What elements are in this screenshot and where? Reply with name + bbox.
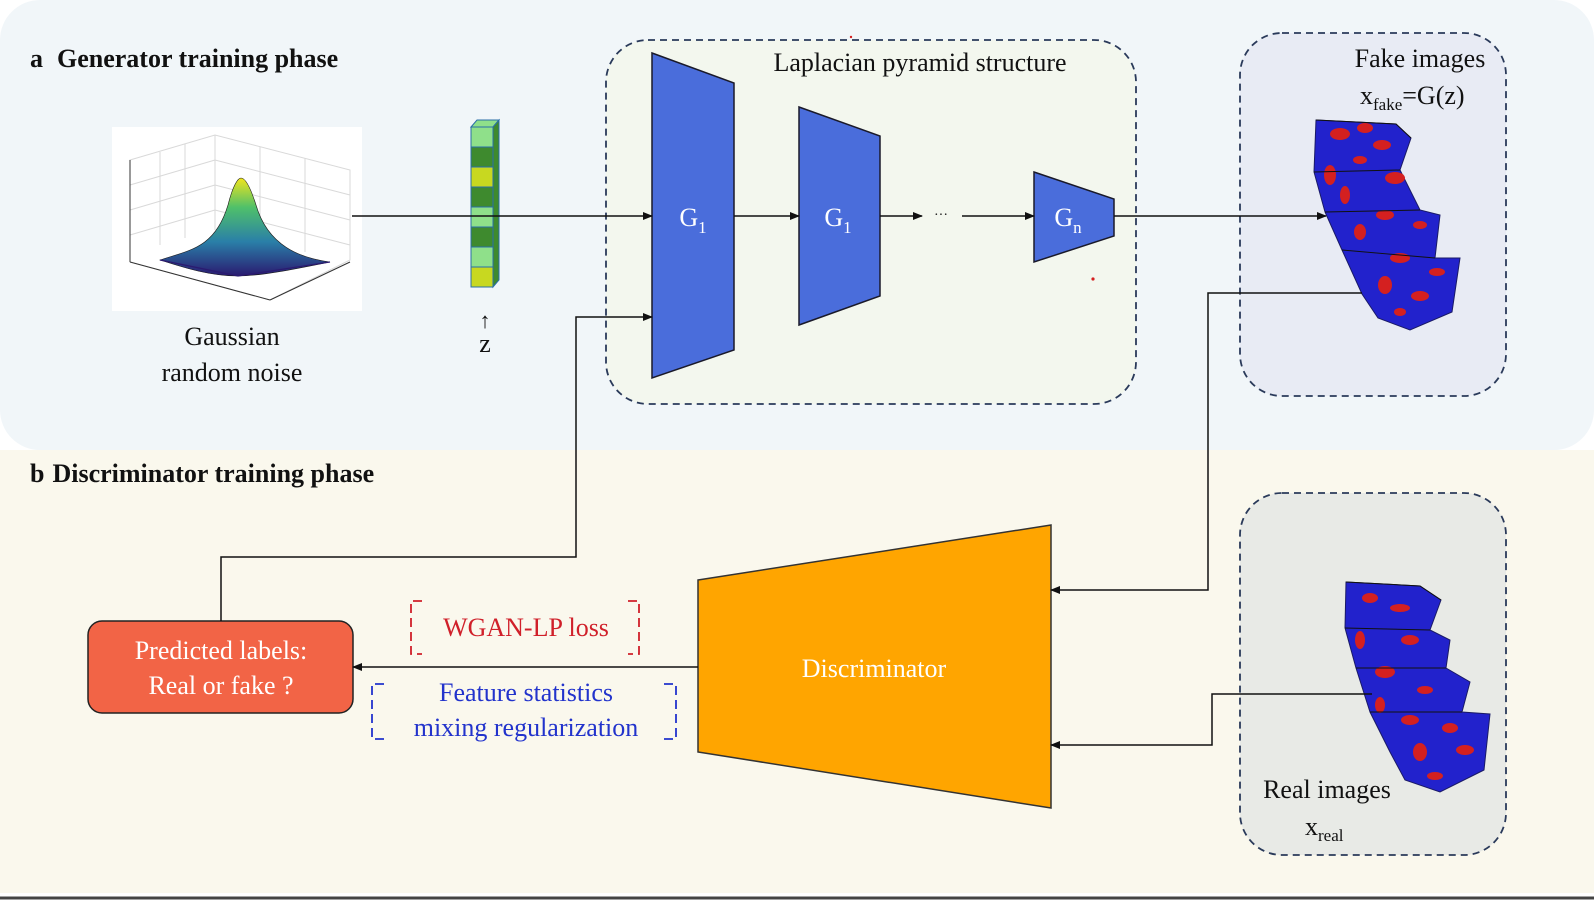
generator-n-subscript: n xyxy=(1073,218,1082,237)
generator-1: G1 xyxy=(651,51,735,380)
real-images-title: Real images xyxy=(1263,775,1391,804)
fake-images-title: Fake images xyxy=(1355,44,1486,73)
latent-label: z xyxy=(479,329,491,358)
pyramid-ellipsis: ··· xyxy=(934,208,948,223)
real-to-discriminator-arrow xyxy=(1050,693,1372,749)
generator-1-label: G xyxy=(679,203,698,232)
svg-text:Gn: Gn xyxy=(1054,203,1082,237)
pyramid-title: Laplacian pyramid structure xyxy=(773,48,1066,77)
latent-vector xyxy=(469,118,501,289)
labels-feedback-arrow xyxy=(220,313,653,621)
connectors xyxy=(220,212,1372,749)
noise-label-line1: Gaussian xyxy=(184,322,279,351)
stray-dot-top xyxy=(849,35,853,39)
generator-n-label: G xyxy=(1054,203,1073,232)
real-images-formula: xreal xyxy=(1305,812,1344,845)
fake-voxel-stack xyxy=(1313,119,1461,331)
svg-text:G1: G1 xyxy=(824,203,851,237)
fsm-label-line2: mixing regularization xyxy=(414,713,639,742)
stray-dot xyxy=(1091,277,1095,281)
generator-1-subscript: 1 xyxy=(698,218,707,237)
generator-2-subscript: 1 xyxy=(843,218,852,237)
latent-up-arrow: ↑ xyxy=(480,308,491,333)
fake-to-discriminator-arrow xyxy=(1050,292,1362,594)
wgan-loss-label: WGAN-LP loss xyxy=(443,613,609,642)
fsm-label-line1: Feature statistics xyxy=(439,678,613,707)
noise-label-line2: random noise xyxy=(162,358,303,387)
generator-2-label: G xyxy=(824,203,843,232)
fsm-regularization-frame xyxy=(371,683,677,740)
gaussian-surface-plot xyxy=(112,127,362,311)
discriminator-block xyxy=(697,524,1052,809)
generator-2: G1 xyxy=(798,105,881,327)
real-voxel-stack xyxy=(1344,581,1491,793)
predicted-labels-line1: Predicted labels: xyxy=(135,636,308,665)
svg-text:G1: G1 xyxy=(679,203,706,237)
discriminator-label: Discriminator xyxy=(802,654,947,683)
fake-images-formula: xfake=G(z) xyxy=(1360,81,1465,114)
predicted-labels-line2: Real or fake ? xyxy=(148,671,293,700)
generator-n: Gn xyxy=(1033,170,1115,264)
wgan-loss-frame xyxy=(410,600,640,655)
